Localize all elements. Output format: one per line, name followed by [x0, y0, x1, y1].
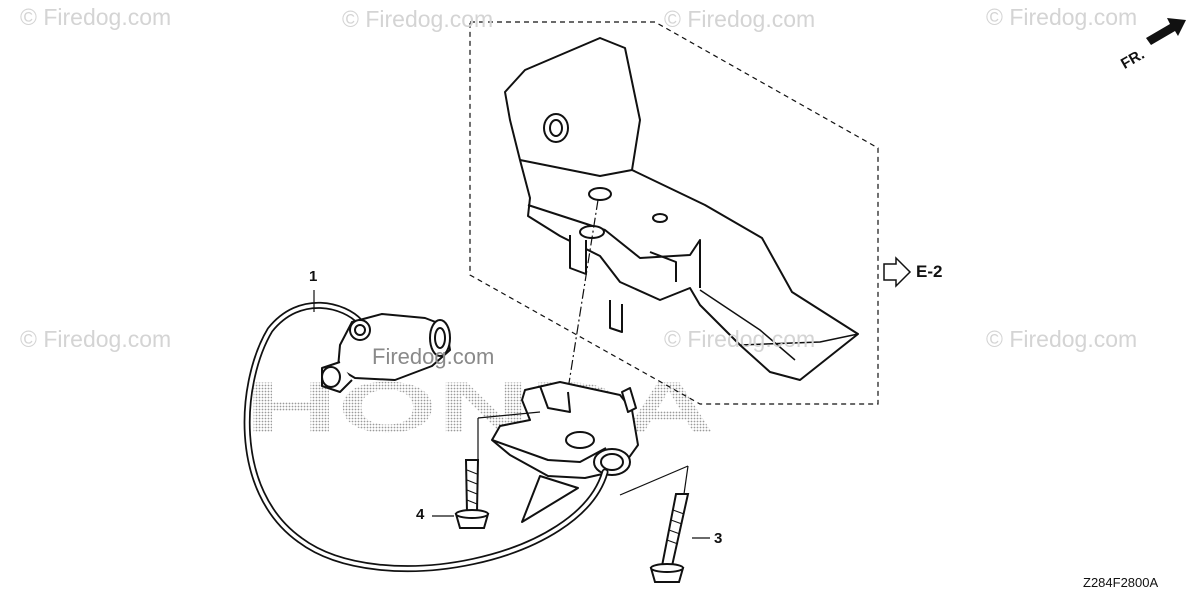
watermark: © Firedog.com	[664, 6, 816, 32]
callout-bolt-long: 3	[714, 530, 723, 547]
mounting-bracket	[504, 37, 859, 381]
spark-plug-cap	[321, 313, 451, 393]
watermark: © Firedog.com	[342, 6, 494, 32]
hollow-arrow-right-icon	[883, 256, 912, 288]
honda-backdrop: HONDA	[245, 368, 715, 448]
leader-lines	[313, 290, 710, 539]
assembly-boundary	[469, 21, 879, 405]
watermark: © Firedog.com	[986, 326, 1138, 352]
diagram-code: Z284F2800A	[1083, 575, 1159, 590]
watermark: © Firedog.com	[20, 4, 172, 30]
watermark: © Firedog.com	[664, 326, 816, 352]
watermark: © Firedog.com	[20, 326, 172, 352]
reference-label: E-2	[916, 262, 943, 281]
forward-arrow-icon	[1146, 18, 1186, 45]
watermark-center: Firedog.com	[372, 344, 495, 369]
bolt-short	[454, 459, 490, 529]
bolt-long	[649, 493, 690, 583]
ignition-coil	[491, 381, 639, 523]
callout-hose: 1	[309, 268, 318, 285]
watermark: © Firedog.com	[986, 4, 1138, 30]
callout-bolt-short: 4	[416, 506, 425, 523]
